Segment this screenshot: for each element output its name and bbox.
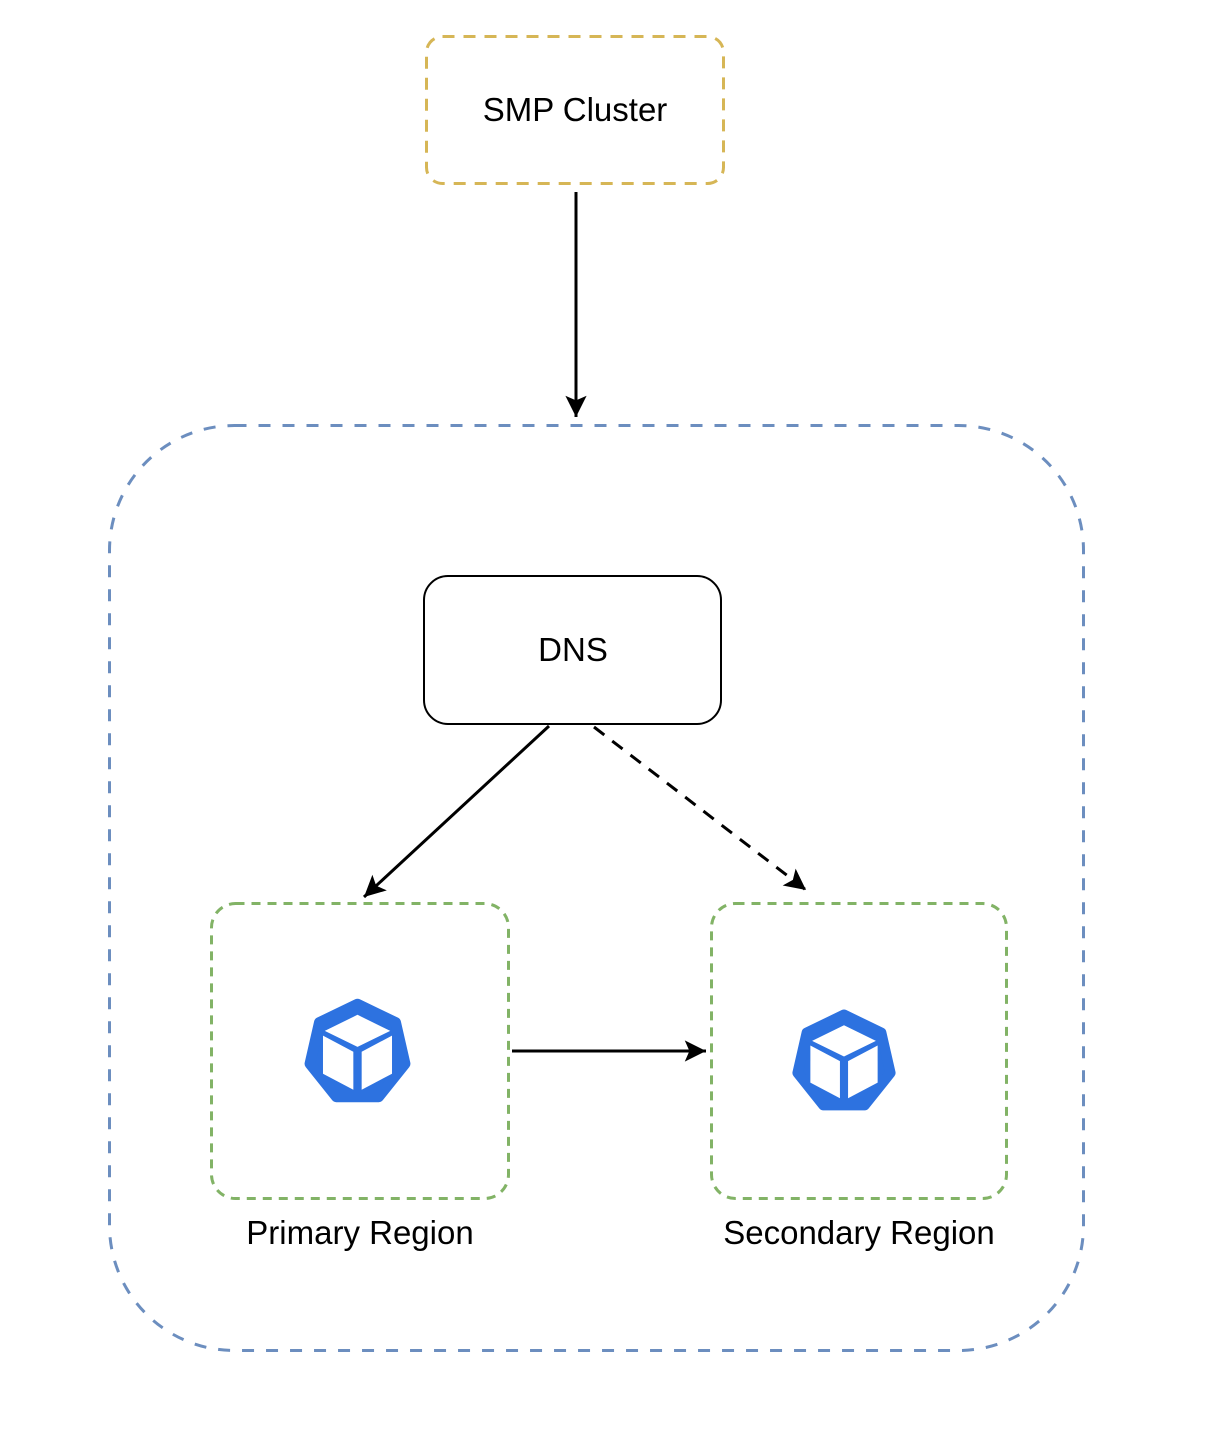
node-label-primary-region: Primary Region: [246, 1214, 474, 1252]
node-label-secondary-region: Secondary Region: [723, 1214, 995, 1252]
node-primary-region-box: [210, 902, 510, 1200]
node-label-dns: DNS: [538, 631, 608, 669]
node-smp-cluster-box: [425, 35, 725, 185]
edge-dns-to-secondary-arrow: [593, 725, 807, 892]
node-label-smp-cluster: SMP Cluster: [482, 91, 668, 129]
kubernetes-cube-icon: [298, 991, 417, 1110]
node-dns-box: [423, 575, 722, 725]
node-outer-container-box: [108, 424, 1085, 1352]
edge-dns-to-primary-arrow: [362, 724, 551, 899]
node-secondary-region-box: [710, 902, 1008, 1200]
kubernetes-cube-icon: [786, 1002, 902, 1118]
